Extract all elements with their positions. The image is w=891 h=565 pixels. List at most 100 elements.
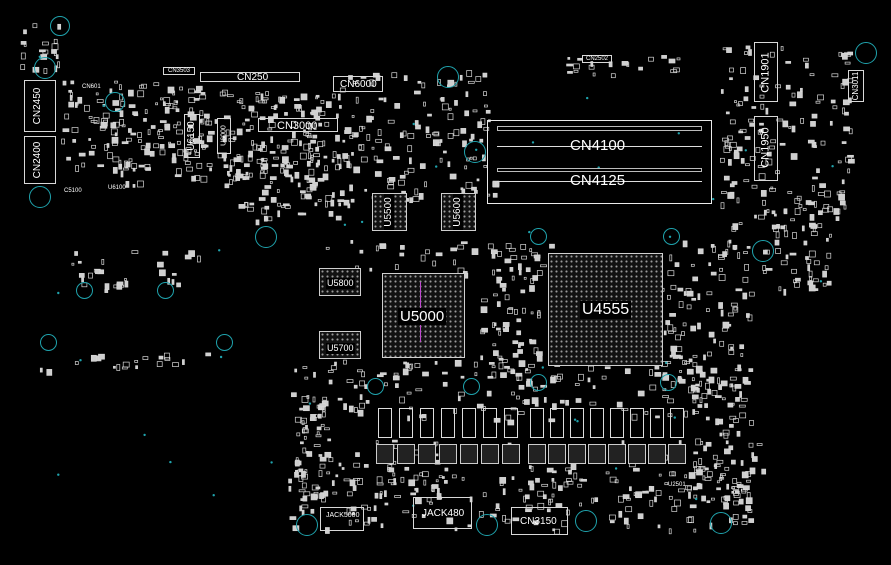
mounting-hole bbox=[105, 92, 125, 112]
cn2502-outline bbox=[582, 55, 612, 63]
relay-component bbox=[530, 408, 544, 438]
relay-component bbox=[462, 408, 476, 438]
jack5000-outline bbox=[320, 507, 364, 531]
u5800-label: U5800 bbox=[326, 278, 355, 289]
mounting-hole bbox=[855, 42, 877, 64]
u5700-label: U5700 bbox=[326, 343, 355, 354]
cn4100-label: CN4100 bbox=[570, 137, 626, 154]
mounting-hole bbox=[296, 514, 318, 536]
mounting-hole bbox=[34, 57, 56, 79]
cn4125-label: CN4125 bbox=[570, 172, 626, 189]
relay-component bbox=[650, 408, 664, 438]
relay-pad bbox=[460, 444, 478, 464]
cn6000-label: CN6000 bbox=[340, 79, 377, 90]
u6150-label: U6150 bbox=[186, 121, 197, 151]
mounting-hole bbox=[464, 141, 486, 163]
mounting-hole bbox=[530, 228, 547, 245]
u6100-label: U6100 bbox=[108, 185, 126, 191]
cn2400-label: CN2400 bbox=[32, 141, 43, 179]
mounting-hole bbox=[76, 282, 93, 299]
u2501-label: U2501 bbox=[668, 482, 686, 488]
relay-pad bbox=[568, 444, 586, 464]
relay-pad bbox=[439, 444, 457, 464]
relay-pad bbox=[648, 444, 666, 464]
relay-pad bbox=[608, 444, 626, 464]
relay-component bbox=[670, 408, 684, 438]
mounting-hole bbox=[157, 282, 174, 299]
relay-component bbox=[483, 408, 497, 438]
cn3000-label: CN3000 bbox=[277, 120, 318, 132]
mounting-hole bbox=[663, 228, 680, 245]
jack5000-label: JACK5000 bbox=[326, 512, 360, 519]
relay-pad bbox=[397, 444, 415, 464]
cn4125-line bbox=[497, 181, 702, 182]
relay-component bbox=[378, 408, 392, 438]
relay-component bbox=[630, 408, 644, 438]
u4555-label: U4555 bbox=[580, 301, 632, 319]
cn2450-label: CN2450 bbox=[32, 87, 43, 125]
u6150-outline bbox=[184, 114, 200, 158]
relay-pad bbox=[502, 444, 520, 464]
cn250-outline bbox=[200, 72, 300, 82]
cn3503-label: CN3503 bbox=[168, 68, 191, 74]
mounting-hole bbox=[50, 16, 70, 36]
cn2450-outline bbox=[24, 80, 56, 132]
mounting-hole bbox=[40, 334, 57, 351]
cn4100-outline bbox=[487, 120, 712, 204]
u5500-label: U5500 bbox=[383, 194, 394, 230]
relay-pad bbox=[548, 444, 566, 464]
u6000-outline bbox=[217, 118, 231, 154]
c5100-label: C5100 bbox=[64, 188, 82, 194]
cn601-label: CN601 bbox=[82, 84, 101, 90]
cn1950-outline bbox=[754, 116, 778, 181]
mounting-hole bbox=[575, 510, 597, 532]
cn3150-label: CN3150 bbox=[520, 516, 557, 527]
relay-component bbox=[504, 408, 518, 438]
relay-pad bbox=[376, 444, 394, 464]
relay-component bbox=[420, 408, 434, 438]
relay-component bbox=[590, 408, 604, 438]
u5600-label: U5600 bbox=[452, 194, 463, 230]
jack480-label: JACK480 bbox=[422, 508, 465, 519]
jack480-outline bbox=[413, 497, 472, 529]
cn4100-line bbox=[497, 146, 702, 147]
mounting-hole bbox=[255, 226, 277, 248]
mounting-hole bbox=[216, 334, 233, 351]
cn2502-label: CN2502 bbox=[586, 56, 609, 62]
cn3503-outline bbox=[163, 67, 195, 75]
relay-pad bbox=[628, 444, 646, 464]
cn3011-label: CN3011 bbox=[851, 71, 860, 101]
relay-pad bbox=[418, 444, 436, 464]
cn3011-outline bbox=[848, 70, 864, 102]
cn3150-outline bbox=[511, 507, 568, 535]
mounting-hole bbox=[437, 66, 459, 88]
cn4100-slot bbox=[497, 126, 702, 131]
relay-component bbox=[610, 408, 624, 438]
cn6000-outline bbox=[333, 76, 383, 92]
mounting-hole bbox=[29, 186, 51, 208]
cn1901-label: CN1901 bbox=[759, 52, 772, 93]
mounting-hole bbox=[530, 374, 547, 391]
relay-component bbox=[441, 408, 455, 438]
mounting-hole bbox=[463, 378, 480, 395]
u6000-label: U6000 bbox=[220, 125, 228, 146]
cn2400-outline bbox=[24, 136, 56, 184]
u5000-label: U5000 bbox=[398, 308, 447, 325]
relay-component bbox=[399, 408, 413, 438]
mounting-hole bbox=[660, 374, 677, 391]
cn250-label: CN250 bbox=[237, 72, 269, 83]
relay-pad bbox=[668, 444, 686, 464]
cn3000-outline bbox=[258, 118, 338, 132]
relay-pad bbox=[481, 444, 499, 464]
relay-pad bbox=[528, 444, 546, 464]
mounting-hole bbox=[367, 378, 384, 395]
mounting-hole bbox=[476, 514, 498, 536]
relay-component bbox=[550, 408, 564, 438]
mounting-hole bbox=[752, 240, 774, 262]
cn1901-outline bbox=[754, 42, 778, 102]
cn1950-label: CN1950 bbox=[759, 127, 772, 168]
cn4125-slot bbox=[497, 168, 702, 172]
mounting-hole bbox=[710, 512, 732, 534]
